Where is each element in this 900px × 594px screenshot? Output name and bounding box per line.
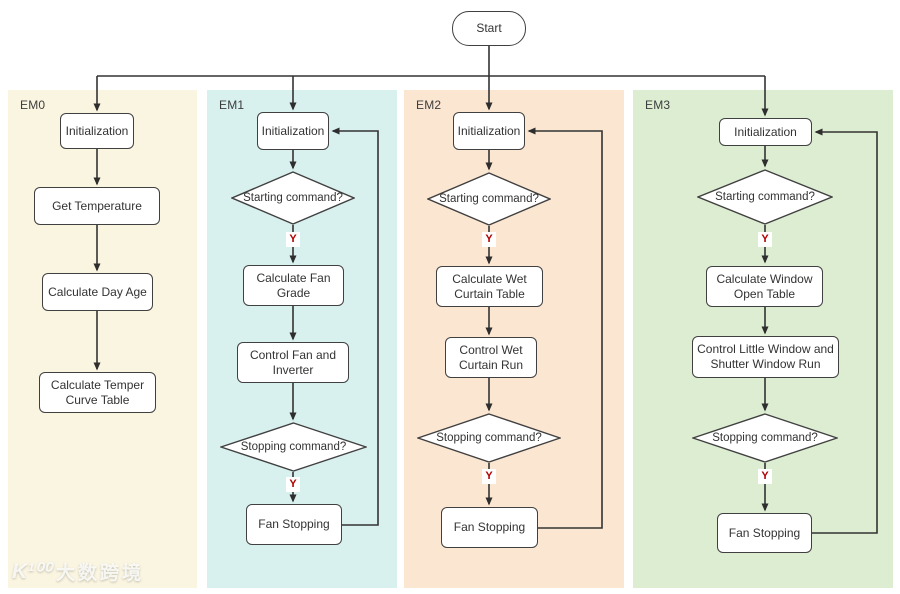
- em1-calculate-fan-grade-label: Calculate Fan Grade: [256, 270, 331, 300]
- em0-get-temperature-box: Get Temperature: [34, 187, 160, 225]
- em0-calculate-temper-curve-table-box: Calculate Temper Curve Table: [39, 372, 156, 413]
- em3-stopping-command-label: Stopping command?: [712, 432, 818, 444]
- em2-control-wet-curtain-run-label: Control Wet Curtain Run: [458, 342, 524, 372]
- em1-stop-yes-label: Y: [286, 477, 300, 492]
- em2-calculate-wet-curtain-table-label: Calculate Wet Curtain Table: [452, 271, 527, 301]
- em3-initialization-label: Initialization: [734, 124, 797, 139]
- em3-stopping-command-decision: Stopping command?: [692, 413, 838, 463]
- diamond-shape: [427, 172, 551, 226]
- em3-start-yes-label: Y: [758, 232, 772, 247]
- em2-start-yes-label: Y: [482, 232, 496, 247]
- em1-starting-command-label: Starting command?: [243, 192, 343, 204]
- em2-stopping-command-label: Stopping command?: [436, 432, 542, 444]
- em2-control-wet-curtain-run-box: Control Wet Curtain Run: [445, 337, 537, 378]
- start-label: Start: [476, 21, 502, 35]
- watermark-text: 大数跨境: [56, 563, 145, 584]
- diamond-shape: [417, 413, 561, 463]
- em2-calculate-wet-curtain-table-box: Calculate Wet Curtain Table: [436, 266, 543, 307]
- panel-label-em0: EM0: [20, 98, 46, 112]
- em2-initialization-box: Initialization: [453, 112, 525, 150]
- em1-start-yes-label: Y: [286, 232, 300, 247]
- em1-control-fan-inverter-box: Control Fan and Inverter: [237, 342, 349, 383]
- em3-starting-command-label: Starting command?: [715, 191, 815, 203]
- em1-stopping-command-label: Stopping command?: [240, 441, 347, 453]
- em0-calculate-day-age-label: Calculate Day Age: [48, 284, 147, 299]
- em0-initialization-box: Initialization: [60, 113, 134, 149]
- em3-fan-stopping-box: Fan Stopping: [717, 513, 812, 553]
- panel-em0: EM0: [8, 90, 197, 588]
- diamond-shape: [231, 171, 355, 225]
- em2-initialization-label: Initialization: [457, 123, 521, 138]
- em0-calculate-temper-curve-table-label: Calculate Temper Curve Table: [50, 377, 145, 407]
- em3-starting-command-decision: Starting command?: [697, 169, 833, 225]
- start-node: Start: [452, 11, 526, 46]
- diamond-shape: [692, 413, 838, 463]
- em1-fan-stopping-box: Fan Stopping: [246, 504, 342, 545]
- em2-fan-stopping-label: Fan Stopping: [453, 520, 526, 534]
- em3-initialization-box: Initialization: [719, 118, 812, 146]
- em0-calculate-day-age-box: Calculate Day Age: [42, 273, 153, 311]
- em1-stopping-command-decision: Stopping command?: [220, 422, 367, 472]
- em3-calculate-window-open-table-label: Calculate Window Open Table: [716, 271, 813, 301]
- diamond-shape: [697, 169, 833, 225]
- em1-initialization-box: Initialization: [257, 112, 329, 150]
- em2-stop-yes-label: Y: [482, 469, 496, 484]
- em1-initialization-label: Initialization: [261, 123, 325, 138]
- em1-fan-stopping-label: Fan Stopping: [258, 517, 330, 531]
- em1-starting-command-decision: Starting command?: [231, 171, 355, 225]
- em2-stopping-command-decision: Stopping command?: [417, 413, 561, 463]
- em3-stop-yes-label: Y: [758, 469, 772, 484]
- em1-control-fan-inverter-label: Control Fan and Inverter: [249, 347, 337, 377]
- watermark-logo-icon: K¹⁰⁰: [12, 560, 51, 583]
- em0-get-temperature-label: Get Temperature: [52, 198, 142, 213]
- diamond-shape: [220, 422, 367, 472]
- em3-fan-stopping-label: Fan Stopping: [728, 525, 801, 540]
- em2-fan-stopping-box: Fan Stopping: [441, 507, 538, 548]
- em0-initialization-label: Initialization: [65, 123, 129, 138]
- em2-starting-command-label: Starting command?: [439, 193, 539, 205]
- em3-control-little-window-box: Control Little Window and Shutter Window…: [692, 336, 839, 378]
- panel-label-em1: EM1: [219, 98, 245, 112]
- em3-calculate-window-open-table-box: Calculate Window Open Table: [706, 266, 823, 307]
- em1-calculate-fan-grade-box: Calculate Fan Grade: [243, 265, 344, 306]
- em3-control-little-window-label: Control Little Window and Shutter Window…: [697, 342, 834, 371]
- watermark: K¹⁰⁰ 大数跨境: [12, 558, 144, 585]
- panel-label-em3: EM3: [645, 98, 671, 112]
- panel-label-em2: EM2: [416, 98, 442, 112]
- em2-starting-command-decision: Starting command?: [427, 172, 551, 226]
